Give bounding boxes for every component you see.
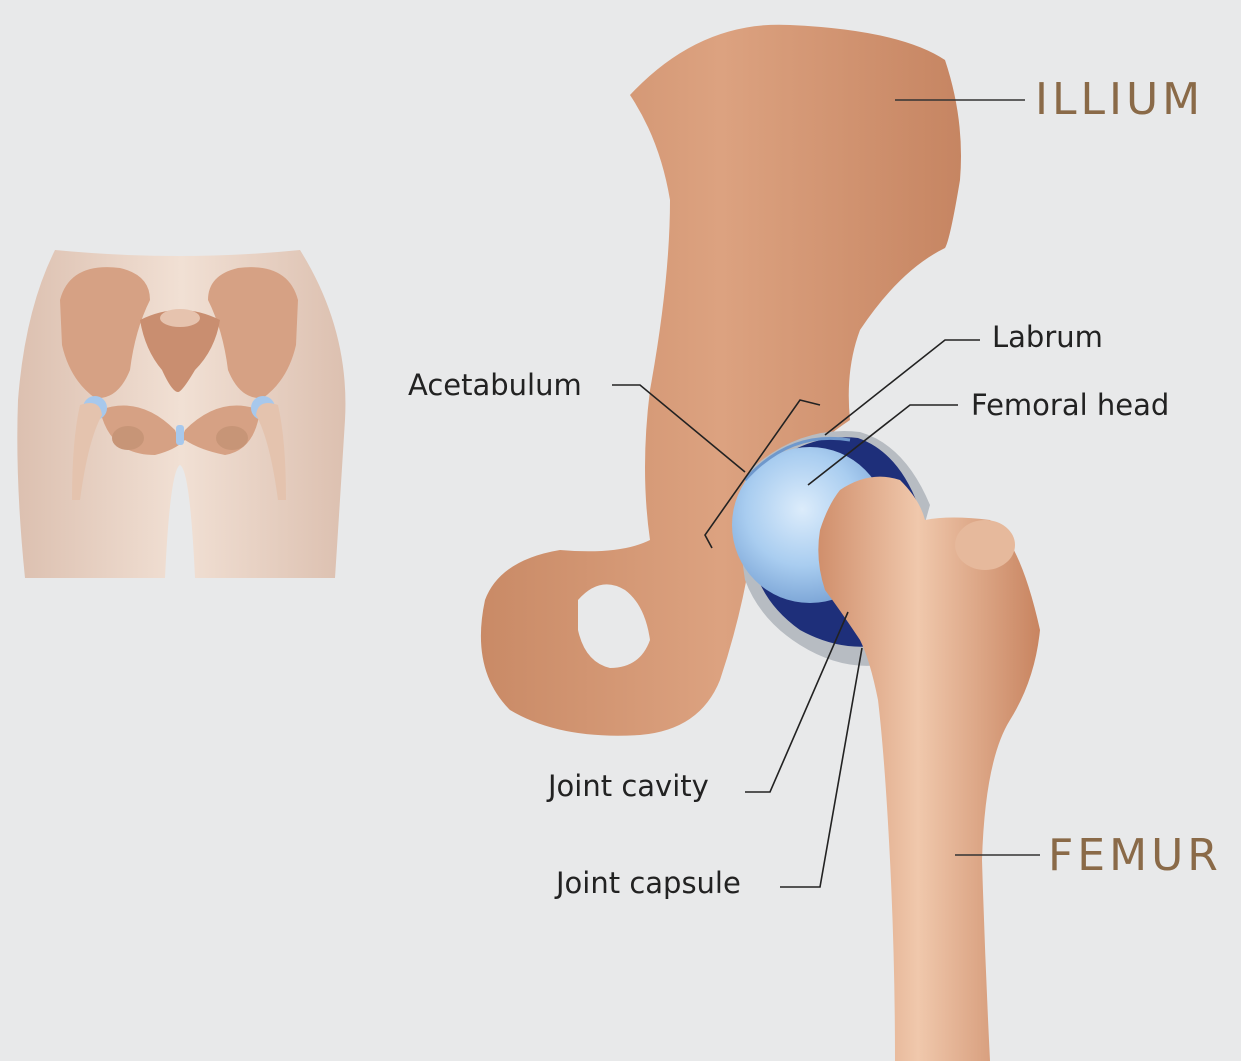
femoral-head-label: Femoral head [971,388,1169,422]
labrum-label: Labrum [992,320,1103,354]
illium-label: ILLIUM [1035,74,1204,125]
pelvis-overview-inset [17,250,345,578]
acetabulum-label: Acetabulum [408,368,582,402]
joint-capsule-label: Joint capsule [556,866,741,900]
joint-capsule-leader [780,648,862,887]
joint-cavity-label: Joint cavity [548,769,709,803]
hip-joint-main [481,25,1040,1061]
femur-bone [818,477,1040,1061]
femur-label: FEMUR [1048,830,1222,881]
